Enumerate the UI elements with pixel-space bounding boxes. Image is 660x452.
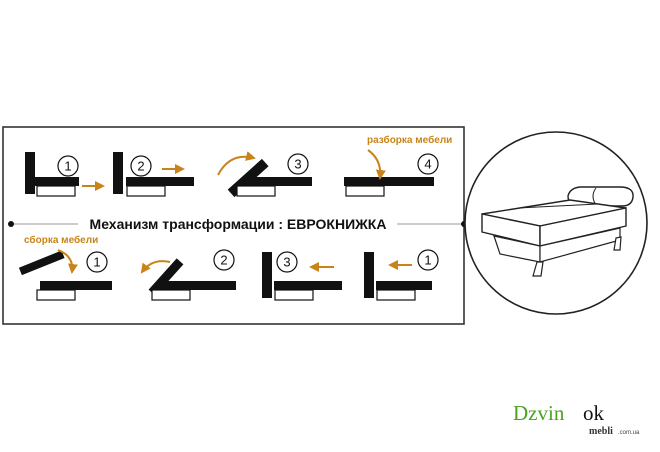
bottom-step-1-number: 1 <box>93 255 100 270</box>
diagram-title: Механизм трансформации : ЕВРОКНИЖКА <box>90 216 387 232</box>
top-step-1-number: 1 <box>64 159 71 174</box>
disassembly-label: разборка мебели <box>367 134 452 146</box>
bottom-step-1-illustration: 1 <box>18 249 112 301</box>
bottom-step-4-number: 1 <box>424 253 431 268</box>
sofa-bed-illustration <box>464 131 648 315</box>
top-step-2-number: 2 <box>137 159 144 174</box>
logo-domain: mebli <box>589 426 613 437</box>
bottom-step-3-illustration: 3 <box>262 251 342 301</box>
logo-tld: .com.ua <box>618 430 640 436</box>
top-step-3-illustration: 3 <box>217 151 312 198</box>
brand-logo: Dzvin ok mebli .com.ua <box>513 401 640 437</box>
top-step-3-number: 3 <box>294 157 301 172</box>
assembly-label: сборка мебели <box>24 234 98 246</box>
bottom-step-1-arrow <box>57 249 78 274</box>
bottom-step-4-illustration: 1 <box>364 249 439 301</box>
top-step-4-number: 4 <box>424 157 431 172</box>
logo-brand-suffix: ok <box>583 401 605 425</box>
top-step-1-illustration: 1 <box>25 152 105 197</box>
bottom-step-2-arrow <box>140 260 171 274</box>
bottom-step-3-number: 3 <box>283 255 290 270</box>
top-step-4-arrow <box>367 149 386 180</box>
bottom-step-2-number: 2 <box>220 253 227 268</box>
top-step-4-illustration: 4 <box>344 149 439 197</box>
top-step-2-illustration: 2 <box>113 152 194 197</box>
top-step-3-arrow <box>217 151 256 176</box>
bottom-step-2-illustration: 2 <box>140 249 236 301</box>
logo-brand: Dzvin <box>513 401 565 425</box>
frame-dot-left <box>8 221 14 227</box>
